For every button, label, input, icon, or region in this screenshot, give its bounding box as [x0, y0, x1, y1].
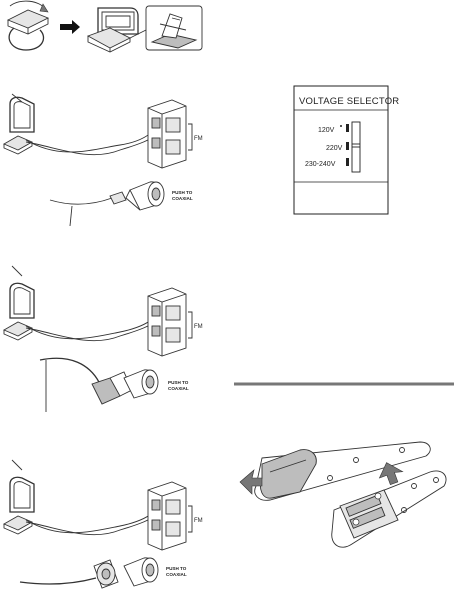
voltage-option-220: 220V [326, 145, 343, 152]
callout-line [11, 459, 23, 471]
voltage-option-230-240: 230-240V [305, 161, 336, 168]
am-antenna-assembly-figure [6, 0, 203, 53]
terminal-label: FM [194, 136, 203, 142]
callout-line [69, 205, 73, 227]
rotate-arrow-icon [8, 27, 45, 51]
antenna-terminal-block: FM [147, 99, 203, 169]
selected-indicator-icon [340, 125, 342, 127]
plug-label-line2: COAXIAL [166, 572, 187, 577]
insert-arrow-icon [378, 462, 404, 486]
plug-label-line1: PUSH TO [172, 190, 193, 195]
plug-label-line1: PUSH TO [166, 566, 187, 571]
antenna-terminal-block: FM [147, 287, 203, 357]
voltage-selector-panel: VOLTAGE SELECTOR 120V 220V 230-240V [293, 85, 399, 215]
antenna-terminal-block: FM [147, 481, 203, 551]
plug-label-line2: COAXIAL [172, 196, 193, 201]
voltage-switch [346, 121, 361, 173]
detail-inset [129, 5, 203, 51]
am-loop-antenna [2, 96, 35, 155]
callout-line [11, 93, 23, 103]
coaxial-plug [123, 557, 159, 587]
slide-arrow-icon [239, 469, 263, 495]
remote-battery-figure [239, 441, 447, 548]
voltage-option-120: 120V [318, 127, 335, 134]
antenna-connection-figure-a: FM PUSH TO COAXIAL [2, 93, 203, 227]
fm-wire-antenna [49, 191, 127, 227]
f-type-adapter [19, 559, 119, 589]
am-loop-antenna [2, 476, 35, 535]
coaxial-plug [125, 181, 165, 211]
step-arrow-icon [60, 20, 80, 34]
terminal-label: FM [194, 324, 203, 330]
battery-icon [345, 492, 386, 529]
unfolded-antenna-illustration [86, 7, 139, 53]
coaxial-plug [123, 369, 159, 399]
voltage-selector-title: VOLTAGE SELECTOR [299, 96, 399, 107]
plug-label-line2: COAXIAL [168, 386, 189, 391]
external-antenna-cable [39, 357, 133, 412]
terminal-label: FM [194, 518, 203, 524]
callout-line [11, 265, 23, 277]
remote-control-open [331, 470, 447, 548]
am-loop-antenna [2, 282, 35, 341]
plug-label-line1: PUSH TO [168, 380, 189, 385]
antenna-connection-figure-b: FM PUSH TO COAXIAL [2, 265, 203, 412]
antenna-connection-figure-c: FM PUSH TO COAXIAL [2, 459, 203, 589]
folded-antenna-illustration [6, 0, 50, 51]
